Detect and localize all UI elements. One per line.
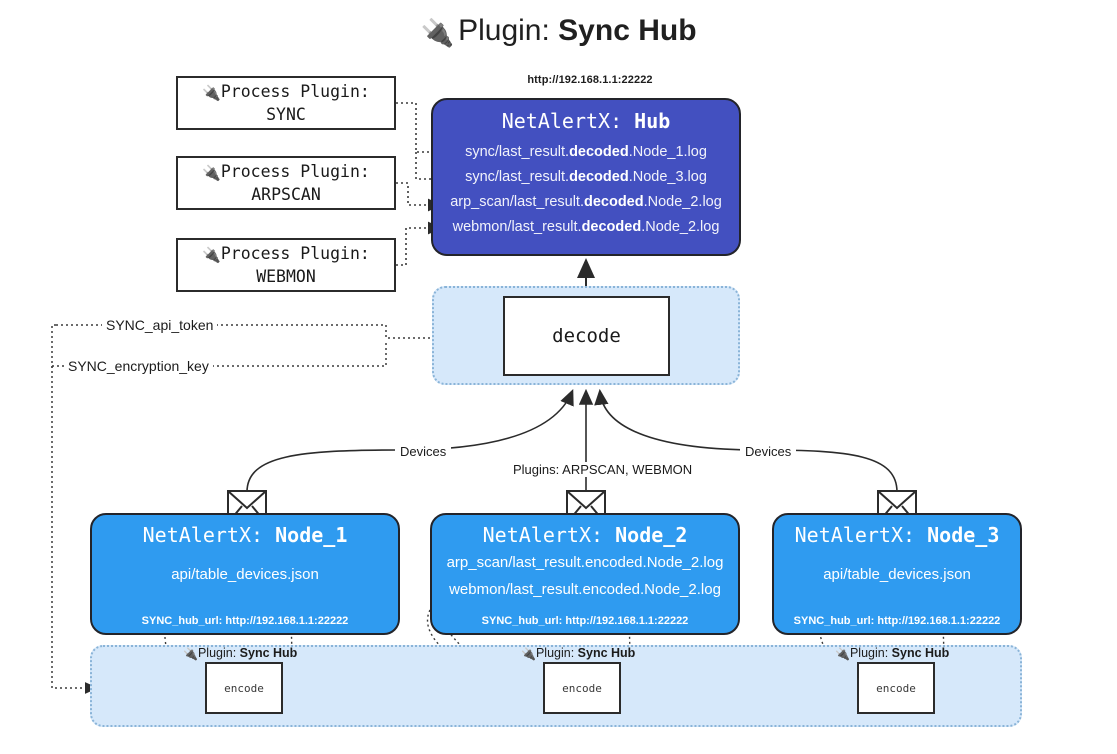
plug-icon: 🔌: [420, 18, 455, 48]
edge-label-plugins: Plugins: ARPSCAN, WEBMON: [508, 462, 698, 477]
log-post: .Node_2.log: [643, 194, 722, 211]
hub-log-line: arp_scan/last_result.decoded.Node_2.log: [433, 190, 739, 215]
log-pre: arp_scan/last_result.: [450, 194, 584, 211]
title-name: Sync Hub: [558, 14, 697, 47]
process-plugin-name: ARPSCAN: [251, 184, 321, 204]
plug-icon: 🔌: [202, 164, 221, 183]
node-line: arp_scan/last_result.encoded.Node_2.log: [446, 554, 724, 571]
plug-icon: 🔌: [521, 647, 536, 661]
plugin-tag-node-1: 🔌Plugin: Sync Hub: [183, 646, 297, 661]
plugin-tag-prefix: Plugin:: [849, 646, 889, 660]
node-hub-url: SYNC_hub_url: http://192.168.1.1:22222: [793, 615, 1001, 627]
node-hub-url: SYNC_hub_url: http://192.168.1.1:22222: [481, 615, 689, 627]
log-em: decoded: [583, 194, 644, 211]
plugin-tag-name: Sync Hub: [891, 646, 950, 660]
hub-log-line: sync/last_result.decoded.Node_1.log: [433, 140, 739, 165]
process-plugin-label: Process Plugin:: [220, 82, 370, 102]
plug-icon: 🔌: [183, 647, 198, 661]
log-post: .Node_2.log: [641, 219, 720, 236]
log-post: .Node_3.log: [628, 169, 707, 186]
log-pre: webmon/last_result.: [452, 219, 582, 236]
encode-box-node-3[interactable]: encode: [857, 662, 935, 714]
process-plugin-name: SYNC: [266, 104, 306, 124]
hub-title: NetAlertX: Hub: [433, 109, 739, 133]
node-title: NetAlertX: Node_3: [774, 523, 1020, 547]
process-plugin-webmon[interactable]: 🔌Process Plugin: WEBMON: [176, 238, 396, 292]
node-line: api/table_devices.json: [171, 566, 319, 583]
node-hub-url: SYNC_hub_url: http://192.168.1.1:22222: [141, 615, 349, 627]
sync-api-token-label: SYNC_api_token: [102, 317, 218, 333]
node-title-prefix: NetAlertX:: [142, 523, 264, 547]
plugin-tag-prefix: Plugin:: [197, 646, 237, 660]
node-title-name: Node_2: [615, 523, 688, 547]
sync-encryption-key-label: SYNC_encryption_key: [64, 358, 213, 374]
log-em: decoded: [569, 169, 629, 186]
node-title-name: Node_1: [275, 523, 348, 547]
plugin-tag-prefix: Plugin:: [535, 646, 575, 660]
edge-label-devices-left: Devices: [395, 444, 452, 459]
plug-icon: 🔌: [835, 647, 850, 661]
log-pre: sync/last_result.: [465, 169, 570, 186]
hub-log-line: webmon/last_result.decoded.Node_2.log: [433, 215, 739, 240]
plugin-tag-name: Sync Hub: [577, 646, 636, 660]
plugin-tag-node-3: 🔌Plugin: Sync Hub: [835, 646, 949, 661]
hub-title-name: Hub: [634, 109, 671, 133]
plug-icon: 🔌: [202, 84, 221, 103]
log-em: decoded: [581, 219, 642, 236]
decode-box[interactable]: decode: [503, 296, 670, 376]
log-post: .Node_1.log: [628, 144, 707, 160]
node-box-node-2[interactable]: NetAlertX: Node_2 arp_scan/last_result.e…: [430, 513, 740, 635]
hub-title-prefix: NetAlertX:: [501, 109, 623, 133]
node-line: api/table_devices.json: [823, 566, 971, 583]
node-title: NetAlertX: Node_1: [92, 523, 398, 547]
node-title-prefix: NetAlertX:: [794, 523, 916, 547]
plug-icon: 🔌: [202, 246, 221, 265]
node-title-name: Node_3: [927, 523, 1000, 547]
process-plugin-sync[interactable]: 🔌Process Plugin: SYNC: [176, 76, 396, 130]
edge-label-devices-right: Devices: [740, 444, 797, 459]
process-plugin-arpscan[interactable]: 🔌Process Plugin: ARPSCAN: [176, 156, 396, 210]
plugin-tag-name: Sync Hub: [239, 646, 298, 660]
title-prefix: Plugin:: [458, 14, 550, 47]
hub-url-label: http://192.168.1.1:22222: [527, 74, 653, 86]
node-box-node-1[interactable]: NetAlertX: Node_1 api/table_devices.json…: [90, 513, 400, 635]
encode-box-node-1[interactable]: encode: [205, 662, 283, 714]
process-plugin-label: Process Plugin:: [220, 244, 370, 264]
process-plugin-name: WEBMON: [256, 266, 316, 286]
process-plugin-label: Process Plugin:: [220, 162, 370, 182]
node-line: webmon/last_result.encoded.Node_2.log: [449, 581, 721, 599]
node-title: NetAlertX: Node_2: [432, 523, 738, 547]
page-title: 🔌Plugin: Sync Hub: [0, 14, 1117, 49]
hub-log-line: sync/last_result.decoded.Node_3.log: [433, 165, 739, 190]
plugin-tag-node-2: 🔌Plugin: Sync Hub: [521, 646, 635, 661]
log-pre: sync/last_result.: [465, 144, 570, 160]
node-title-prefix: NetAlertX:: [482, 523, 604, 547]
node-box-node-3[interactable]: NetAlertX: Node_3 api/table_devices.json…: [772, 513, 1022, 635]
log-em: decoded: [569, 144, 629, 160]
hub-node[interactable]: NetAlertX: Hub sync/last_result.decoded.…: [431, 98, 741, 256]
encode-box-node-2[interactable]: encode: [543, 662, 621, 714]
